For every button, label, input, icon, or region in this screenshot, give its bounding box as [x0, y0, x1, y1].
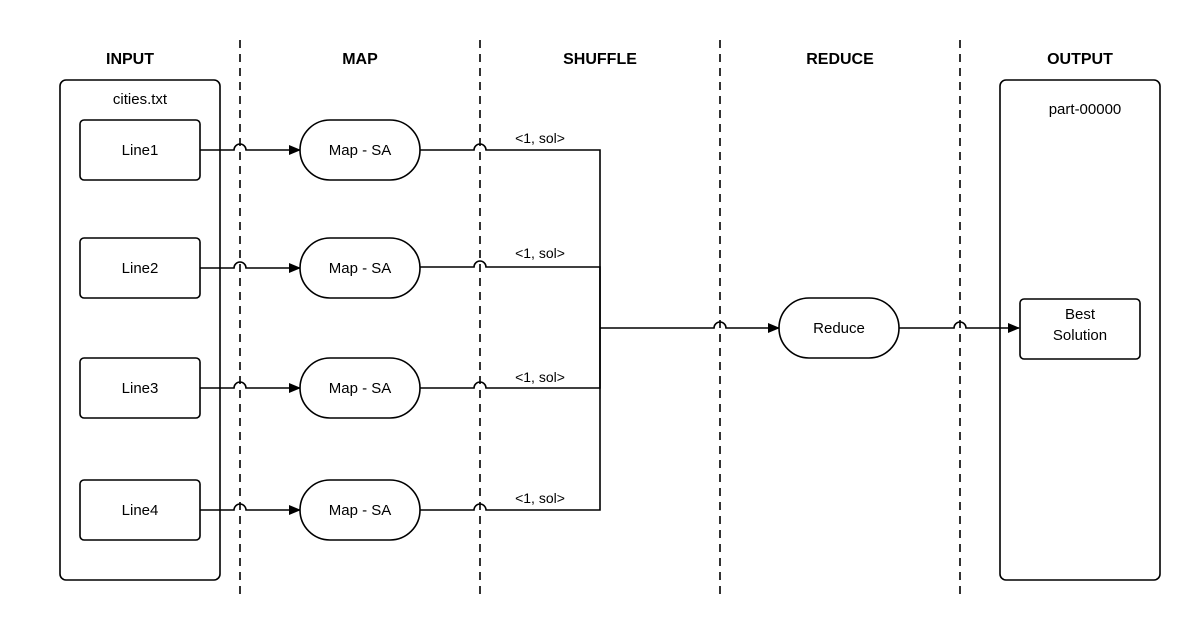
flow-row-4: Line4 Map - SA <1, sol> — [79, 328, 601, 541]
line-to-map-arrow — [200, 261, 301, 273]
best-solution-box — [1019, 298, 1141, 360]
input-line-label: Line1 — [122, 142, 159, 159]
emit-label: <1, sol> — [515, 245, 565, 261]
flow-row-1: Line1 Map - SA <1, sol> — [79, 119, 601, 328]
reduce-label: Reduce — [813, 320, 865, 337]
input-line-label: Line4 — [122, 502, 159, 519]
map-task-label: Map - SA — [329, 502, 392, 519]
input-file-container — [59, 79, 221, 581]
map-to-shuffle-connector — [420, 143, 601, 328]
output-file-name: part-00000 — [1049, 101, 1122, 118]
map-task-node — [299, 237, 421, 299]
input-file-name: cities.txt — [113, 91, 168, 108]
reduce-to-output-arrow — [899, 321, 1020, 333]
map-task-label: Map - SA — [329, 260, 392, 277]
emit-label: <1, sol> — [515, 369, 565, 385]
line-to-map-arrow — [200, 503, 301, 515]
flow-row-3: Line3 Map - SA <1, sol> — [79, 328, 601, 419]
map-to-shuffle-connector — [420, 260, 601, 328]
map-task-label: Map - SA — [329, 380, 392, 397]
lane-title-output: OUTPUT — [1047, 51, 1113, 68]
lane-title-reduce: REDUCE — [806, 51, 874, 68]
map-task-label: Map - SA — [329, 142, 392, 159]
flow-row-2: Line2 Map - SA <1, sol> — [79, 237, 601, 328]
best-solution-label-line1: Best — [1065, 306, 1096, 323]
input-line-label: Line3 — [122, 380, 159, 397]
best-solution-label-line2: Solution — [1053, 327, 1107, 344]
lane-title-shuffle: SHUFFLE — [563, 51, 637, 68]
map-to-shuffle-connector — [420, 328, 601, 389]
line-to-map-arrow — [200, 143, 301, 155]
emit-label: <1, sol> — [515, 490, 565, 506]
shuffle-to-reduce-arrow — [600, 321, 780, 333]
map-to-shuffle-connector — [420, 328, 601, 511]
lane-title-map: MAP — [342, 51, 378, 68]
line-to-map-arrow — [200, 381, 301, 393]
lane-title-input: INPUT — [106, 51, 154, 68]
input-line-label: Line2 — [122, 260, 159, 277]
emit-label: <1, sol> — [515, 130, 565, 146]
